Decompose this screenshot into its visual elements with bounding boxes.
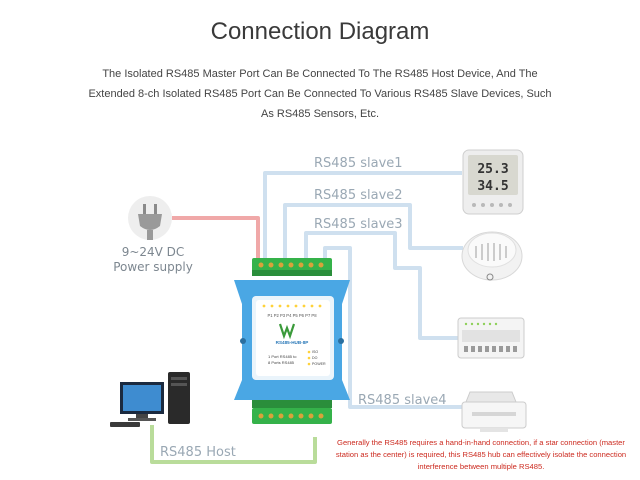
intro-line-2: Extended 8-ch Isolated RS485 Port Can Be… (88, 88, 552, 100)
slave-wires (263, 171, 463, 409)
led-label-do: DO (312, 356, 318, 360)
rs485-hub-device: P1 P2 P3 P4 P5 P6 P7 P8 RS485-HUB-8P 1 P… (234, 280, 350, 400)
printer-device (461, 391, 527, 432)
thermo-reading-2: 34.5 (477, 179, 508, 194)
device-model: RS485-HUB-8P (276, 340, 309, 345)
intro-line-3: As RS485 Sensors, Etc. (261, 108, 379, 120)
led-label-iso: ISO (312, 350, 318, 354)
device-desc-2: 8 Ports RS485 (268, 360, 295, 365)
slave1-wire (263, 171, 462, 262)
slave4-label: RS485 slave4 (358, 393, 447, 408)
top-terminal-block (252, 258, 332, 276)
device-desc-1: 1 Port RS485 to (268, 354, 297, 359)
device-port-labels: P1 P2 P3 P4 P5 P6 P7 P8 (267, 313, 317, 318)
note-text: Generally the RS485 requires a hand-in-h… (322, 437, 640, 473)
power-voltage: 9~24V DC (121, 245, 185, 259)
slave1-label: RS485 slave1 (314, 156, 403, 171)
note-line-3: interference between multiple RS485. (417, 462, 545, 471)
power-supply-label: 9~24V DC Power supply (108, 245, 198, 275)
bottom-terminal-block (252, 400, 332, 424)
slave4-wire (323, 246, 462, 409)
thermo-reading-1: 25.3 (477, 162, 508, 177)
din-rail-module-device (457, 317, 525, 359)
host-wire (150, 425, 317, 464)
led-label-power: POWER (312, 362, 326, 366)
power-wire (172, 216, 260, 262)
slave2-wire (283, 203, 463, 262)
waveshare-logo (278, 323, 296, 340)
slave3-wire (304, 231, 458, 340)
note-line-1: Generally the RS485 requires a hand-in-h… (337, 438, 625, 447)
power-plug-icon (128, 196, 172, 240)
host-computer-icon (110, 372, 190, 427)
power-caption: Power supply (113, 260, 193, 274)
note-line-2: station as the center) is required, this… (335, 450, 627, 459)
thermo-hygrometer-device: 25.3 34.5 (462, 149, 524, 215)
intro-text: The Isolated RS485 Master Port Can Be Co… (80, 64, 560, 124)
intro-line-1: The Isolated RS485 Master Port Can Be Co… (102, 68, 538, 80)
smoke-detector-device (461, 231, 523, 281)
host-label: RS485 Host (160, 445, 236, 460)
page-title: Connection Diagram (210, 18, 430, 45)
slave3-label: RS485 slave3 (314, 217, 403, 232)
slave2-label: RS485 slave2 (314, 188, 403, 203)
